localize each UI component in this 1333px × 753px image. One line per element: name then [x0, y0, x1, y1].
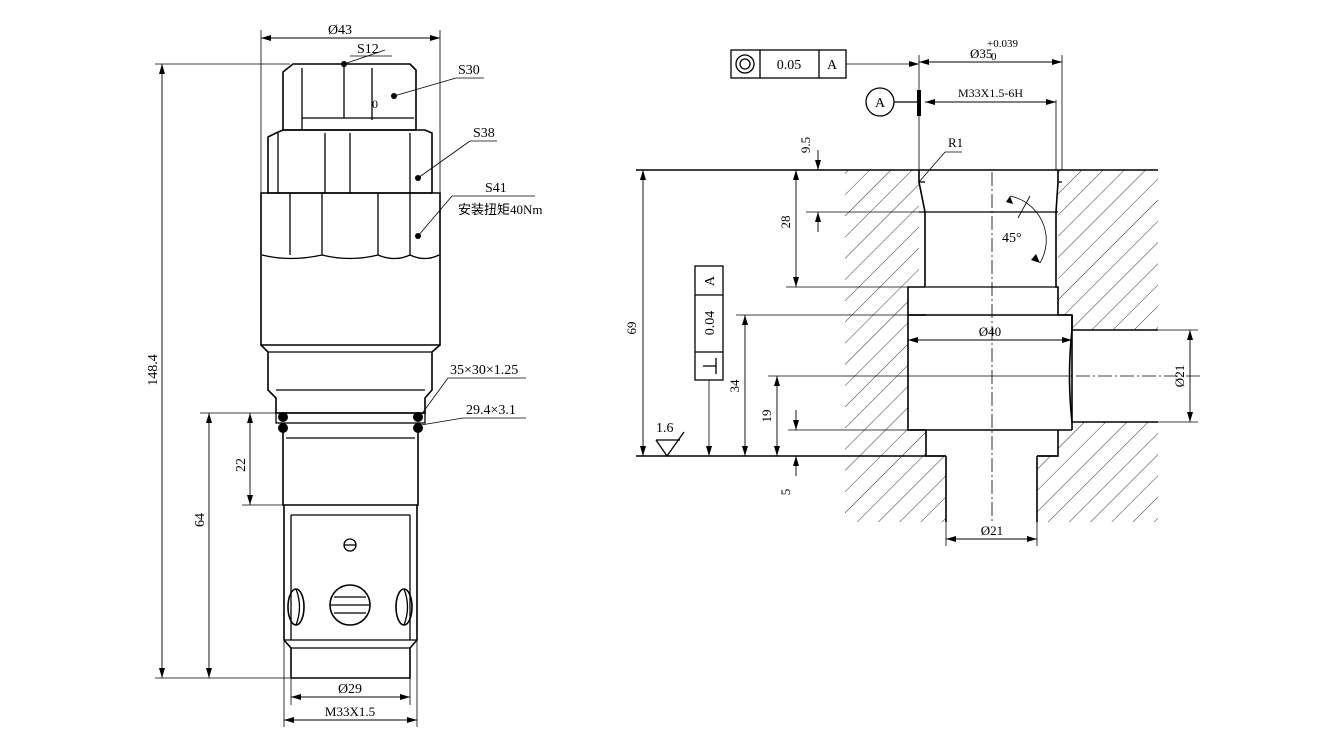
label-s12: S12	[357, 42, 379, 57]
label-torque: 安装扭矩40Nm	[458, 202, 543, 217]
dim-5: 5	[778, 489, 793, 496]
dim-69: 69	[624, 322, 639, 335]
fcf-coaxiality: 0.05 A	[730, 49, 919, 79]
fcf-perp-tolerance: 0.04	[703, 311, 718, 336]
dim-9-5: 9.5	[798, 137, 813, 153]
fcf-coax-tolerance: 0.05	[777, 58, 802, 73]
dim-dia-35: Ø35	[970, 46, 992, 61]
datum-a-symbol: A	[865, 87, 921, 117]
perpendicularity-icon	[703, 358, 717, 374]
cartridge-valve-view: Ø43 S12 S30 0 S38 S41 安装扭矩40Nm 35×30×1.2…	[146, 23, 543, 727]
dim-64: 64	[193, 513, 208, 527]
dim-thread-m33: M33X1.5	[325, 704, 375, 719]
label-s30: S30	[458, 63, 480, 78]
dim-r1: R1	[948, 135, 963, 150]
fcf-perpendicularity: A 0.04	[694, 265, 724, 456]
label-seal-1: 35×30×1.25	[450, 363, 518, 378]
dim-dia-21-side: Ø21	[1172, 365, 1187, 387]
label-s38: S38	[473, 126, 495, 141]
datum-a-label: A	[875, 96, 886, 111]
coaxiality-icon	[735, 54, 755, 74]
dim-dia-29: Ø29	[338, 682, 362, 697]
dim-dia-35-upper-tol: +0.039	[987, 38, 1018, 50]
dim-dia-35-lower-tol: 0	[991, 51, 997, 63]
dim-148-4: 148.4	[146, 354, 161, 386]
roughness-value: 1.6	[656, 421, 674, 436]
dim-dia-43: Ø43	[328, 23, 352, 38]
dim-28: 28	[778, 216, 793, 229]
dim-thread-cavity: M33X1.5-6H	[958, 86, 1023, 100]
dim-angle-45: 45°	[1002, 231, 1022, 246]
surface-roughness-symbol: 1.6	[655, 421, 685, 458]
mark-o: 0	[372, 97, 378, 111]
label-s41: S41	[485, 181, 507, 196]
dim-dia-21-bottom: Ø21	[981, 523, 1003, 538]
fcf-coax-datum: A	[827, 58, 838, 73]
label-seal-2: 29.4×3.1	[466, 403, 516, 418]
dim-19: 19	[759, 410, 774, 423]
fcf-perp-datum: A	[703, 275, 718, 286]
cavity-section-view: 45° R1 Ø35 +0.039 0 M33X1.5-6H 0.05 A	[624, 38, 1200, 546]
dim-22: 22	[234, 458, 249, 472]
dim-dia-40: Ø40	[979, 324, 1001, 339]
dim-34: 34	[727, 379, 742, 393]
